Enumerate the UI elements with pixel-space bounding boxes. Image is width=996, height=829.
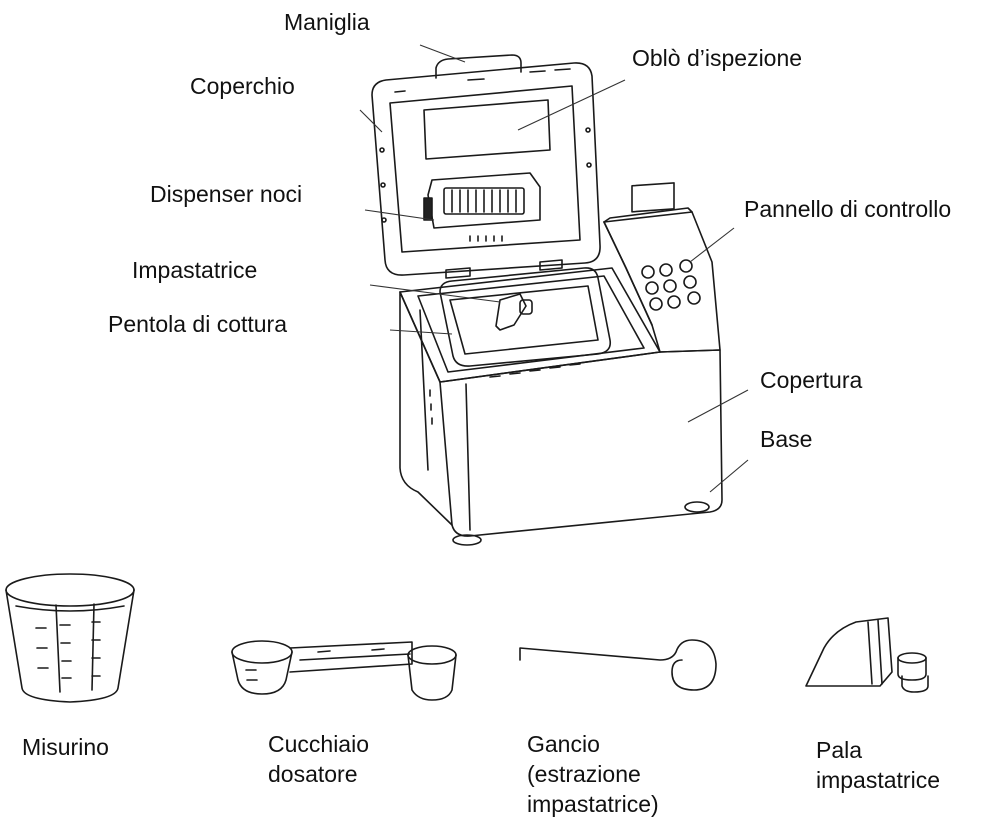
label-gancio-line3: impastatrice) xyxy=(527,790,659,820)
label-pala-line2: impastatrice xyxy=(816,766,940,796)
label-cucchiaio-line1: Cucchiaio xyxy=(268,730,369,760)
label-pala: Pala impastatrice xyxy=(816,736,940,796)
body xyxy=(400,268,722,545)
label-base: Base xyxy=(760,425,812,455)
label-pannello: Pannello di controllo xyxy=(744,195,951,225)
label-coperchio: Coperchio xyxy=(190,72,295,102)
label-dispenser: Dispenser noci xyxy=(150,180,302,210)
baking-pan xyxy=(440,268,610,366)
measuring-cup xyxy=(6,574,134,702)
hook xyxy=(520,640,716,690)
measuring-spoon xyxy=(232,641,456,700)
label-misurino: Misurino xyxy=(22,733,109,763)
label-pentola: Pentola di cottura xyxy=(108,310,287,340)
label-cucchiaio-line2: dosatore xyxy=(268,760,369,790)
label-gancio-line1: Gancio xyxy=(527,730,659,760)
label-gancio: Gancio (estrazione impastatrice) xyxy=(527,730,659,820)
label-pala-line1: Pala xyxy=(816,736,940,766)
label-gancio-line2: (estrazione xyxy=(527,760,659,790)
control-panel xyxy=(604,183,720,352)
lid xyxy=(372,55,600,278)
label-copertura: Copertura xyxy=(760,366,862,396)
bread-machine xyxy=(372,55,722,545)
label-cucchiaio: Cucchiaio dosatore xyxy=(268,730,369,790)
label-impastatrice: Impastatrice xyxy=(132,256,257,286)
kneading-paddle xyxy=(806,618,928,692)
inspection-window xyxy=(424,100,550,159)
label-maniglia: Maniglia xyxy=(284,8,370,38)
nut-dispenser xyxy=(424,173,540,241)
label-oblo: Oblò d’ispezione xyxy=(632,44,802,74)
